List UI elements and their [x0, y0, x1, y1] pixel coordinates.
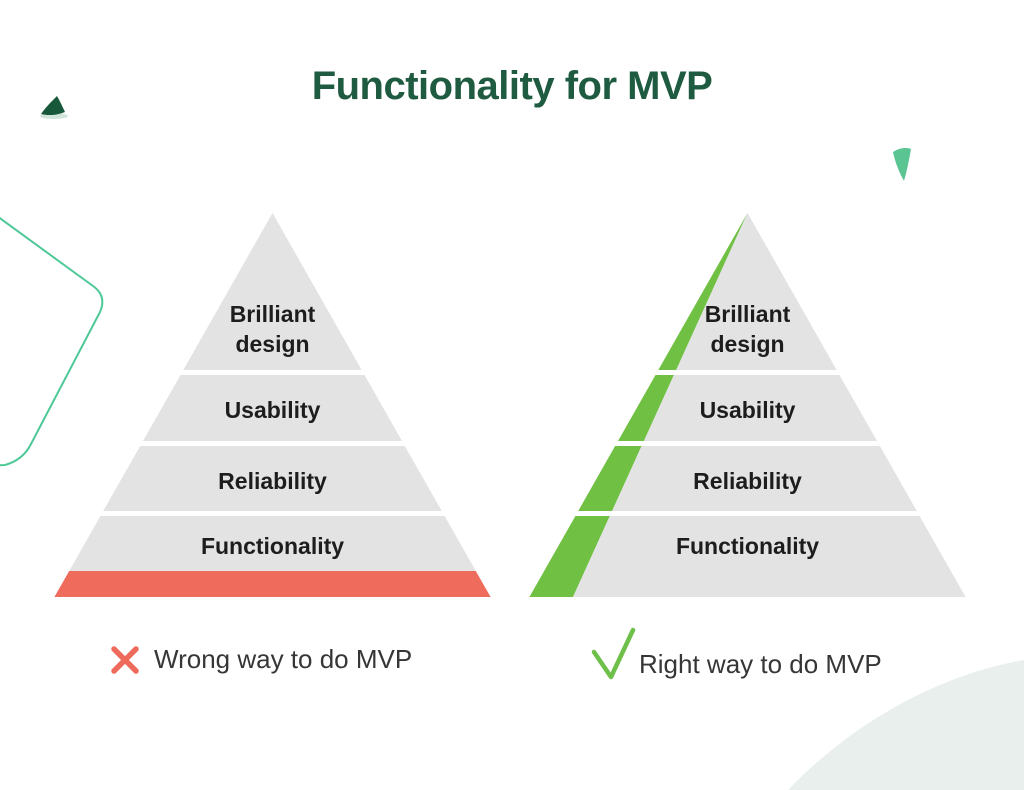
layer-label: Brilliant	[705, 301, 791, 327]
mvp-slice-segment	[658, 213, 748, 370]
x-icon	[111, 645, 139, 674]
legend-wrong-way: Wrong way to do MVP	[111, 644, 412, 675]
mvp-slice-segment	[618, 375, 674, 441]
wrong-base-strip	[54, 571, 491, 597]
layer-label: Usability	[700, 397, 796, 423]
layer-label: Functionality	[201, 533, 344, 559]
legend-right-label: Right way to do MVP	[639, 649, 882, 679]
deco-dark-triangle	[41, 96, 65, 116]
pyramid-layer	[612, 446, 917, 511]
layer-label: Reliability	[693, 468, 802, 494]
pyramid-layer	[643, 375, 877, 441]
wrong-way-pyramid: Brilliant design Usability Reliability F…	[54, 213, 491, 597]
layer-label: Usability	[225, 397, 321, 423]
mvp-slice-segment	[578, 446, 642, 511]
pyramid-layer	[143, 375, 402, 441]
deco-corner-blob	[788, 660, 1024, 790]
mvp-slice-segment	[529, 516, 610, 597]
legend-wrong-label: Wrong way to do MVP	[154, 644, 413, 674]
pyramid-layer	[69, 516, 476, 571]
layer-label: design	[235, 331, 309, 357]
pyramid-layer	[103, 446, 442, 511]
layer-label: Functionality	[676, 533, 819, 559]
legend-right-way: Right way to do MVP	[590, 622, 882, 680]
pyramid-layer	[573, 516, 966, 597]
pyramid-layer	[183, 213, 362, 370]
page-title: Functionality for MVP	[311, 64, 713, 108]
layer-label: Reliability	[218, 468, 327, 494]
check-icon	[591, 627, 636, 680]
layer-label: design	[710, 331, 784, 357]
right-way-pyramid: Brilliant design Usability Reliability F…	[529, 213, 966, 597]
layer-label: Brilliant	[230, 301, 316, 327]
deco-teal-wedge	[893, 148, 911, 181]
pyramid-layer	[676, 213, 837, 370]
deco-outline-square	[0, 217, 104, 467]
